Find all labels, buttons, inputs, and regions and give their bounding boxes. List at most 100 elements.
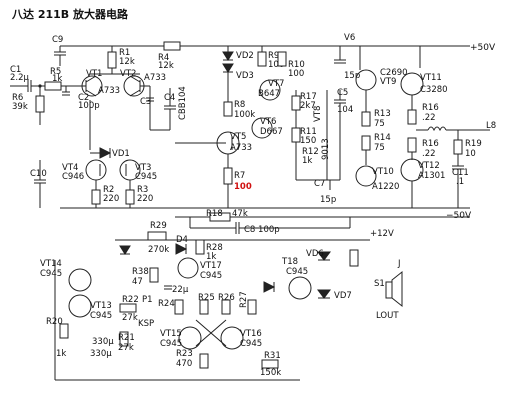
r14-resistor bbox=[361, 135, 371, 151]
d4-diode bbox=[175, 243, 188, 255]
c10-label: C10 bbox=[30, 169, 47, 179]
r25-label: R25 bbox=[198, 293, 215, 303]
r20-label: R20 bbox=[46, 317, 63, 327]
r3-resistor bbox=[125, 189, 135, 205]
vt4-transistor bbox=[85, 159, 107, 181]
r23-resistor bbox=[199, 353, 209, 369]
r5-value: 1k bbox=[52, 74, 62, 84]
lout-label: LOUT bbox=[376, 311, 399, 321]
r4-resistor bbox=[163, 41, 181, 51]
r10-label: R10 bbox=[288, 60, 305, 70]
vt13-label: VT13 bbox=[90, 301, 112, 311]
pos50-label: +50V bbox=[470, 43, 496, 53]
vt3-label: VT3 bbox=[135, 163, 151, 173]
v6-label: V6 bbox=[344, 33, 355, 43]
vt16-type: C945 bbox=[240, 339, 262, 349]
output-label: L8 bbox=[486, 121, 496, 131]
pos12-label: +12V bbox=[370, 229, 394, 239]
vt8-label: VT8 bbox=[313, 106, 323, 122]
vt10-label: VT10 bbox=[372, 167, 394, 177]
r2-label: R2 bbox=[103, 185, 114, 195]
r9-value: 100 bbox=[268, 60, 284, 70]
r11-resistor bbox=[291, 127, 301, 143]
r28-label: R28 bbox=[206, 243, 223, 253]
r31-label: R31 bbox=[264, 351, 281, 361]
c4-label: C4 bbox=[164, 93, 175, 103]
r9-label: R9 bbox=[268, 51, 279, 61]
r8-label: R8 bbox=[234, 100, 245, 110]
ksp-label: KSP bbox=[138, 319, 154, 329]
r6-label: R6 bbox=[12, 93, 23, 103]
vt6-type: D667 bbox=[260, 127, 283, 137]
c1-label: C1 bbox=[10, 65, 21, 75]
r1-resistor bbox=[107, 51, 117, 69]
r31-resistor bbox=[261, 359, 279, 369]
c2-value: 100p bbox=[78, 101, 100, 111]
c11-label: C11 bbox=[452, 168, 469, 178]
r17-resistor bbox=[291, 95, 301, 111]
vt7-label: VT7 bbox=[268, 79, 284, 89]
vd3-diode bbox=[222, 63, 234, 73]
r19-value: 10 bbox=[465, 149, 476, 159]
c9-label: C9 bbox=[52, 35, 63, 45]
c11-value: .1 bbox=[456, 177, 464, 187]
r10-resistor bbox=[277, 51, 287, 67]
t18-type: C945 bbox=[286, 267, 308, 277]
r18-label: R18 bbox=[206, 209, 223, 219]
vd3-label: VD3 bbox=[236, 71, 254, 81]
vt5-label: VT5 bbox=[230, 132, 246, 142]
r2-value: 220 bbox=[103, 194, 119, 204]
vt15-type: C945 bbox=[160, 339, 182, 349]
r14-label: R14 bbox=[374, 133, 391, 143]
vt6-label: VT6 bbox=[260, 117, 276, 127]
r27-label: R27 bbox=[239, 291, 249, 308]
r20-value: 1k bbox=[56, 349, 66, 359]
vt15-transistor bbox=[178, 326, 202, 350]
vt14-type: C945 bbox=[40, 269, 62, 279]
vt13-transistor bbox=[68, 294, 92, 318]
vt11-label: VT11 bbox=[420, 73, 442, 83]
r12-value: 1k bbox=[302, 156, 312, 166]
r12-label: R12 bbox=[302, 147, 319, 157]
vd2-diode bbox=[222, 51, 234, 61]
r7-resistor bbox=[223, 167, 233, 185]
r29-label: R29 bbox=[150, 221, 167, 231]
r1-label: R1 bbox=[119, 48, 130, 58]
vt17-type: C945 bbox=[200, 271, 222, 281]
r38-label: R38 bbox=[132, 267, 149, 277]
vt9-label: VT9 bbox=[380, 77, 396, 87]
r38-resistor bbox=[149, 267, 159, 283]
cbb104-label: CBB104 bbox=[178, 86, 188, 120]
r1-value: 12k bbox=[119, 57, 135, 67]
c5-label: C5 bbox=[337, 88, 348, 98]
r29-resistor bbox=[147, 231, 167, 241]
r3-label: R3 bbox=[137, 185, 148, 195]
t18-label: T18 bbox=[281, 257, 298, 267]
vd6-diode bbox=[317, 251, 331, 261]
r28-resistor bbox=[195, 239, 205, 255]
r8-value: 100k bbox=[234, 110, 255, 120]
r19-label: R19 bbox=[465, 139, 482, 149]
relay-label: J bbox=[397, 259, 401, 269]
c1-value: 2.2μ bbox=[10, 73, 30, 83]
r21-label: R21 bbox=[118, 333, 135, 343]
vt17-transistor bbox=[177, 257, 199, 279]
relay-coil bbox=[349, 249, 359, 267]
r15-label: R16 bbox=[422, 103, 439, 113]
r8-resistor bbox=[223, 101, 233, 117]
r7-label: R7 bbox=[234, 171, 245, 181]
r31-value: 150k bbox=[260, 368, 281, 378]
s1-label: S1 bbox=[374, 279, 385, 289]
r11-label: R11 bbox=[300, 127, 317, 137]
vt14-label: VT14 bbox=[40, 259, 62, 269]
vd6-label: VD6 bbox=[306, 249, 324, 259]
c22-label: 22μ bbox=[172, 285, 189, 295]
vt14-transistor bbox=[68, 268, 92, 292]
r6-resistor bbox=[35, 95, 45, 113]
vt7-transistor bbox=[259, 79, 281, 101]
r18-value: 47k bbox=[232, 209, 248, 219]
r16-resistor bbox=[407, 137, 417, 153]
speaker-icon bbox=[391, 270, 403, 308]
c8-label: C8 100p bbox=[244, 225, 280, 235]
r16-label: R16 bbox=[422, 139, 439, 149]
